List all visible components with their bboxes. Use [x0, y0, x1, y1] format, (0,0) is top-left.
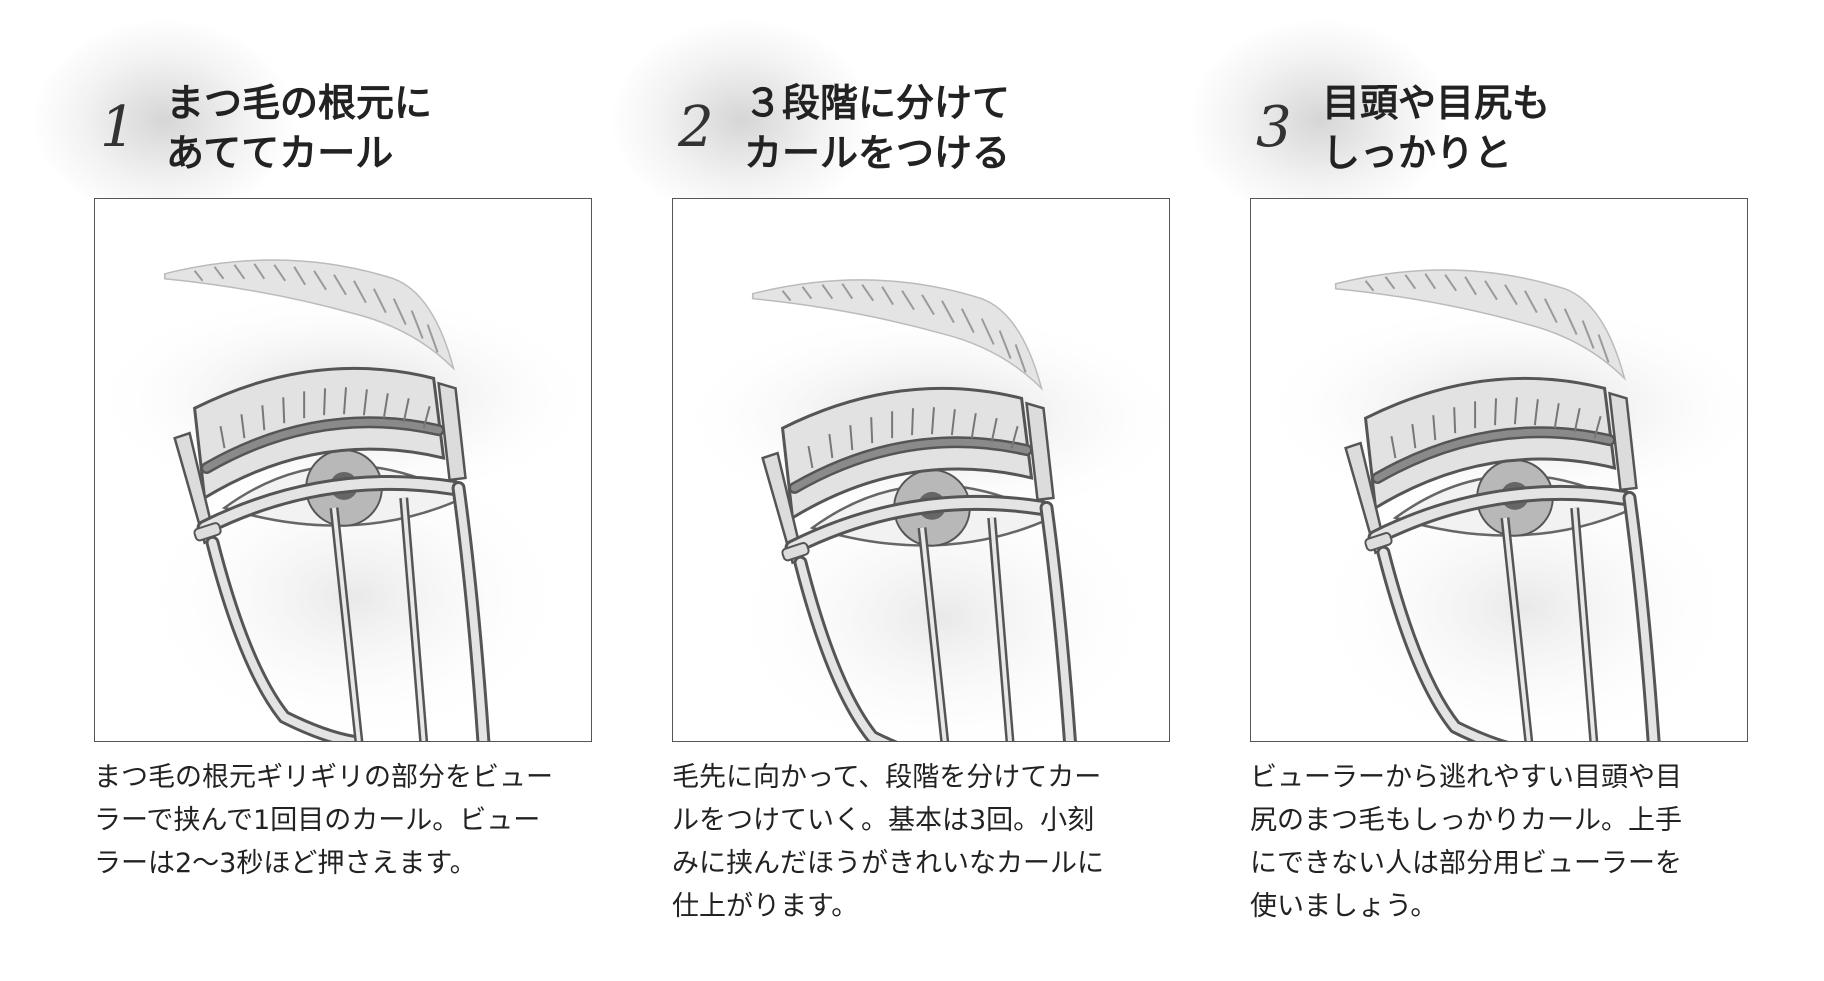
eyelash-curler-illustration [673, 199, 1169, 741]
step-number: 2 [678, 95, 714, 160]
caption-line: 使いましょう。 [1250, 891, 1438, 922]
step-title-line: 目頭や目尻も [1322, 81, 1551, 125]
step-2: 2 ３段階に分けて カールをつける 毛先に向かって、段階を分けてカー ルをつけて… [612, 0, 1172, 981]
eyelash-curler-illustration [1251, 199, 1747, 741]
illustration-frame [672, 198, 1170, 742]
caption-line: 尻のまつ毛もしっかりカール。上手 [1250, 805, 1682, 836]
step-caption: 毛先に向かって、段階を分けてカー ルをつけていく。基本は3回。小刻 みに挟んだほ… [672, 756, 1182, 928]
step-number: 1 [100, 95, 136, 160]
step-title-line: まつ毛の根元に [166, 81, 433, 125]
step-title-line: カールをつける [744, 131, 1011, 175]
caption-line: ラーは2〜3秒ほど押さえます。 [94, 848, 477, 879]
step-title: まつ毛の根元に あててカール [166, 78, 432, 178]
number-glow [34, 20, 294, 220]
caption-line: みに挟んだほうがきれいなカールに [672, 848, 1104, 879]
step-number: 3 [1256, 95, 1292, 160]
step-caption: まつ毛の根元ギリギリの部分をビュー ラーで挟んで1回目のカール。ビュー ラーは2… [94, 756, 604, 885]
step-caption: ビューラーから逃れやすい目頭や目 尻のまつ毛もしっかりカール。上手 にできない人… [1250, 756, 1760, 928]
step-title-line: しっかりと [1322, 131, 1513, 175]
caption-line: にできない人は部分用ビューラーを [1250, 848, 1682, 879]
illustration-frame [1250, 198, 1748, 742]
eyelash-curler-illustration [95, 199, 591, 741]
caption-line: 仕上がります。 [672, 891, 859, 922]
illustration-frame [94, 198, 592, 742]
number-glow [1190, 20, 1450, 220]
caption-line: ルをつけていく。基本は3回。小刻 [672, 805, 1095, 836]
caption-line: ラーで挟んで1回目のカール。ビュー [94, 805, 541, 836]
step-3: 3 目頭や目尻も しっかりと ビューラーから逃れやすい目頭や目 尻のまつ毛もしっ… [1190, 0, 1750, 981]
step-title: ３段階に分けて カールをつける [744, 78, 1010, 178]
step-title: 目頭や目尻も しっかりと [1322, 78, 1550, 178]
caption-line: まつ毛の根元ギリギリの部分をビュー [94, 762, 553, 793]
step-title-line: ３段階に分けて [744, 81, 1011, 125]
step-1: 1 まつ毛の根元に あててカール まつ毛の根元ギリギリの部分をビュー ラーで挟ん… [34, 0, 594, 981]
caption-line: 毛先に向かって、段階を分けてカー [672, 762, 1102, 793]
step-title-line: あててカール [166, 131, 394, 175]
caption-line: ビューラーから逃れやすい目頭や目 [1250, 762, 1682, 793]
number-glow [612, 20, 872, 220]
